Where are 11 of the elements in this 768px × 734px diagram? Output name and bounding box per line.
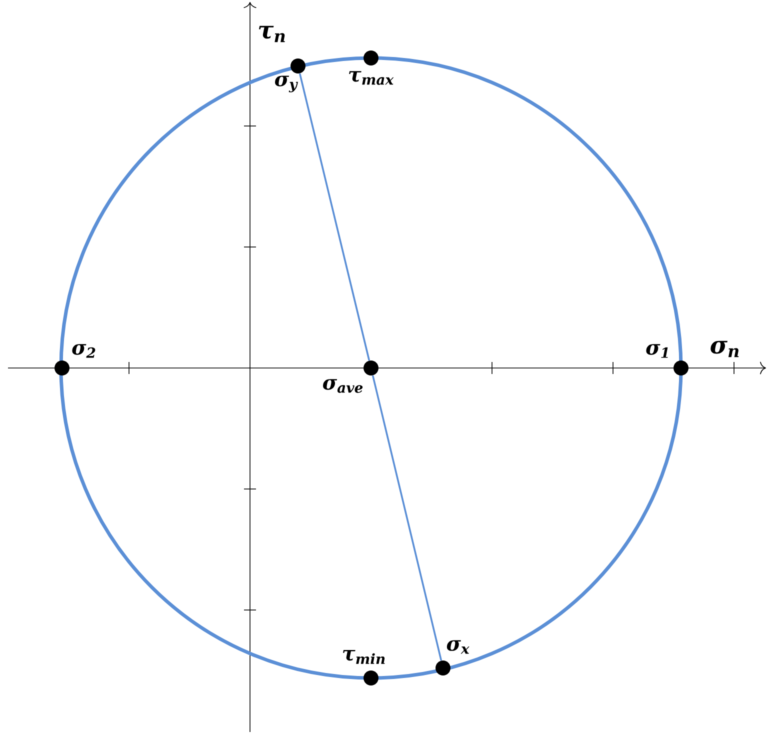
point-label: σ$_{1}$ — [646, 344, 668, 358]
line-segment — [298, 73, 370, 361]
point-label: σ$_{y}$ — [275, 76, 298, 92]
point-label: σ$_{2}$ — [72, 344, 96, 358]
axis-label: σ$_{n}$ — [710, 340, 739, 358]
line-segment — [372, 375, 442, 661]
point-label: τ$_{min}$ — [343, 650, 385, 664]
point-label: τ$_{max}$ — [349, 71, 394, 85]
axis-label: τ$_{n}$ — [258, 26, 285, 42]
point-label: σ$_{x}$ — [446, 640, 470, 654]
point-label: σ$_{ave}$ — [323, 379, 363, 393]
